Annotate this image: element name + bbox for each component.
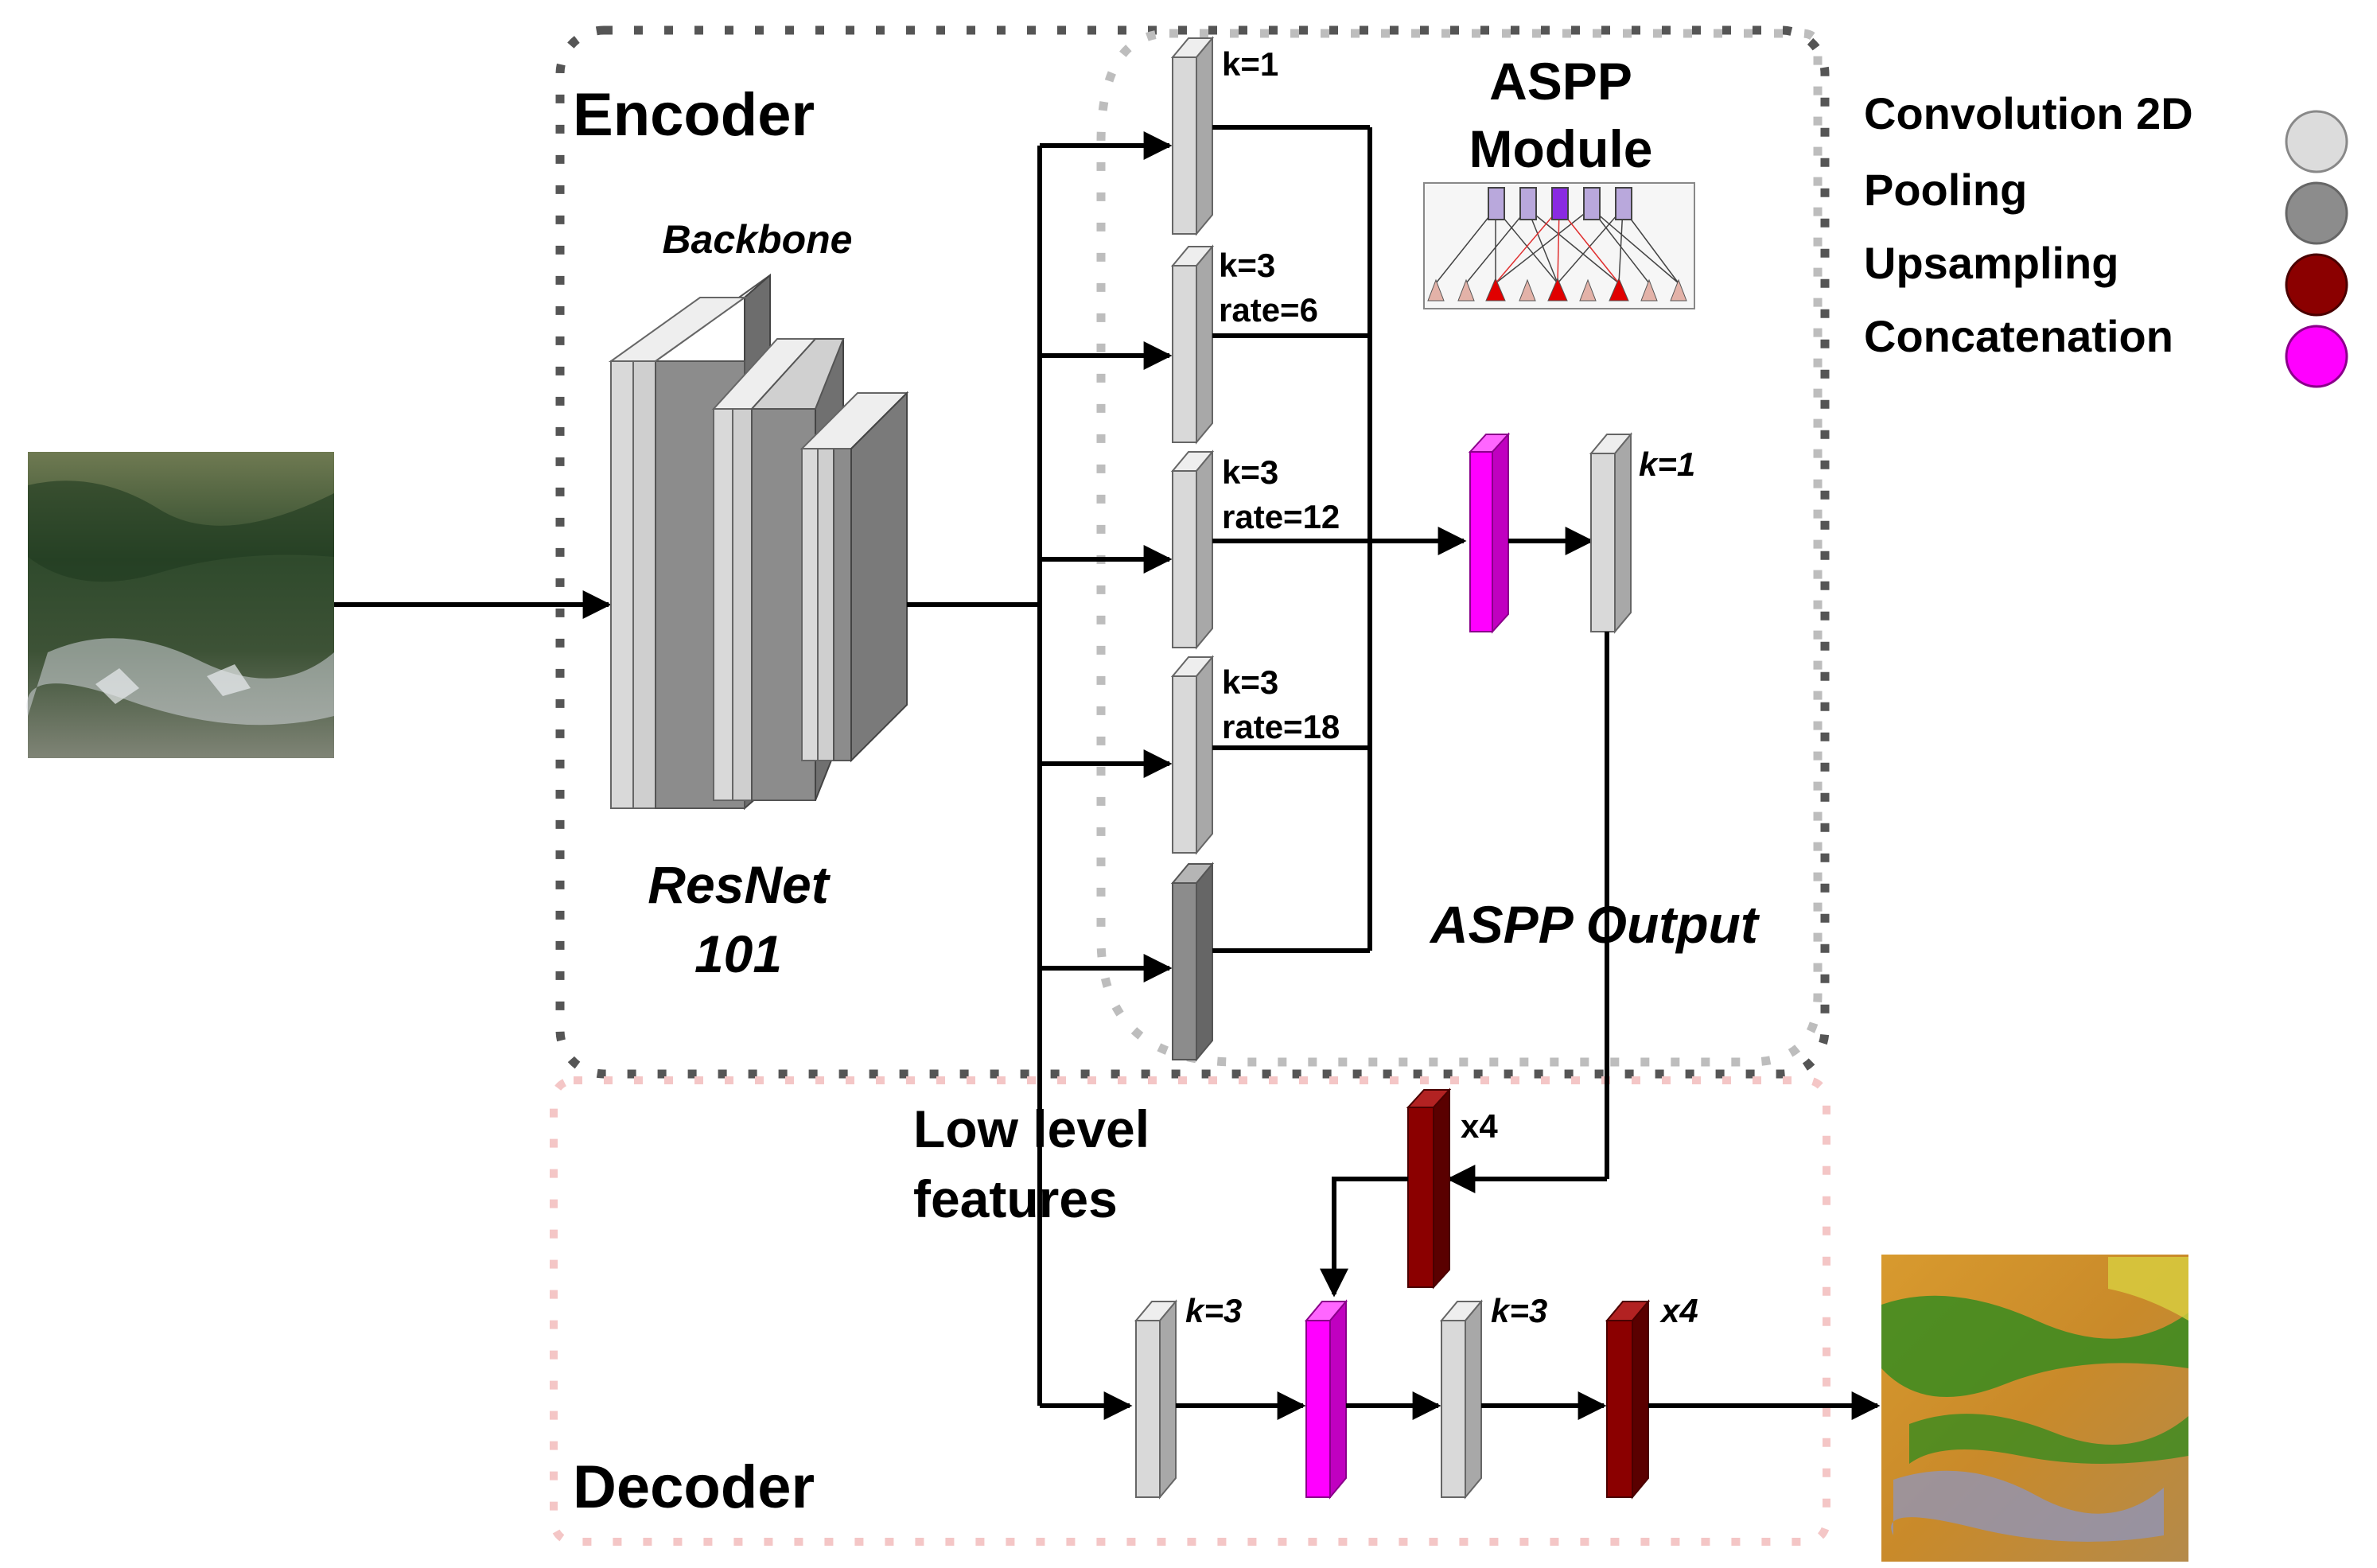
decoder-conv-a-label: k=3	[1185, 1292, 1242, 1329]
low-level-line2: features	[913, 1169, 1118, 1228]
decoder-concat-block	[1304, 1299, 1348, 1500]
legend: Convolution 2D Pooling Upsampling Concat…	[1864, 88, 2348, 388]
legend-convolution-swatch	[2285, 110, 2348, 173]
aspp-pooling	[1170, 862, 1215, 1062]
aspp-title-line2: Module	[1469, 119, 1653, 178]
upsample-final-label: x4	[1659, 1292, 1698, 1329]
legend-pooling-swatch	[2285, 181, 2348, 245]
aspp-title-line1: ASPP	[1489, 52, 1632, 111]
legend-concatenation-swatch	[2285, 325, 2348, 388]
aspp-conv-rate18	[1170, 655, 1215, 855]
decoder-label: Decoder	[573, 1453, 815, 1521]
decoder-region	[550, 1076, 1830, 1546]
branch-2-label: k=3	[1219, 247, 1275, 284]
aspp-concat-block	[1468, 432, 1511, 634]
legend-convolution-label: Convolution 2D	[1864, 88, 2193, 138]
legend-upsampling-swatch	[2285, 253, 2348, 317]
backbone-name-line2: 101	[694, 924, 782, 983]
encoder-label: Encoder	[573, 81, 815, 149]
segmentation-output-image	[1881, 1255, 2188, 1562]
post-conv-label: k=1	[1639, 445, 1695, 483]
backbone-label: Backbone	[663, 217, 853, 262]
aspp-conv-k1	[1170, 36, 1215, 236]
upsample-top-label: x4	[1461, 1107, 1498, 1145]
legend-pooling-label: Pooling	[1864, 165, 2027, 215]
upsample-top-block	[1406, 1087, 1452, 1290]
aspp-output-label: ASPP Output	[1429, 895, 1760, 954]
aspp-post-conv	[1589, 432, 1633, 634]
low-level-line1: Low level	[913, 1099, 1150, 1158]
branch-2-rate: rate=6	[1219, 291, 1318, 329]
backbone-name-line1: ResNet	[648, 855, 831, 914]
decoder-conv-a	[1134, 1299, 1178, 1500]
decoder-conv-b-label: k=3	[1491, 1292, 1547, 1329]
backbone-blocks	[608, 273, 909, 811]
legend-concatenation-label: Concatenation	[1864, 311, 2173, 361]
aspp-conv-rate12	[1170, 449, 1215, 650]
branch-4-rate: rate=18	[1222, 708, 1340, 745]
branch-3-rate: rate=12	[1222, 498, 1340, 535]
branch-4-label: k=3	[1222, 663, 1278, 701]
encoder-region	[555, 25, 1830, 1079]
aspp-conv-rate6	[1170, 244, 1215, 445]
branch-1-label: k=1	[1222, 45, 1278, 83]
aspp-module-icon	[1423, 182, 1695, 309]
decoder-conv-b	[1439, 1299, 1484, 1500]
upsample-final-block	[1605, 1299, 1651, 1500]
legend-upsampling-label: Upsampling	[1864, 238, 2118, 288]
satellite-input-image	[26, 452, 334, 758]
upsample-to-concat-arrow	[1320, 1177, 1408, 1298]
branch-3-label: k=3	[1222, 453, 1278, 491]
